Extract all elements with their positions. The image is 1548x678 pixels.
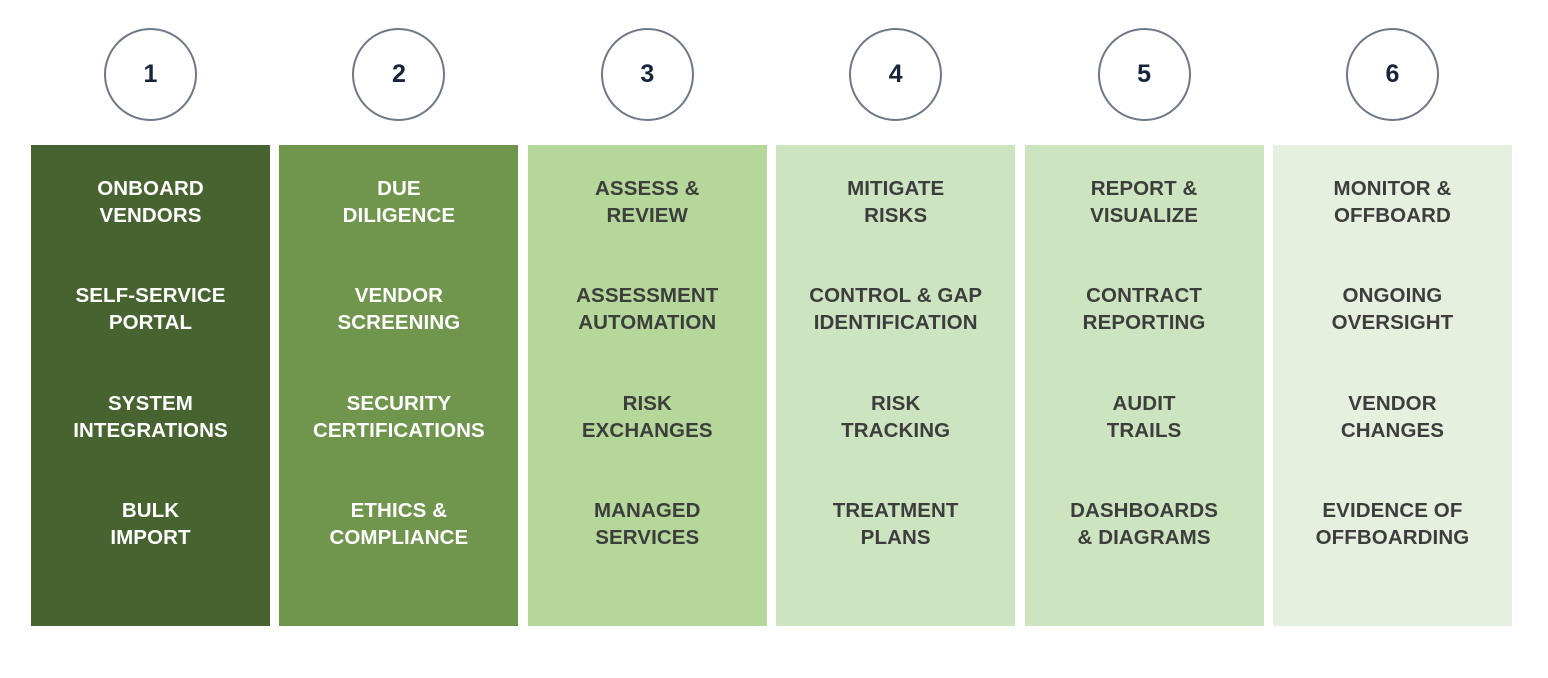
step-number-label-6: 6 <box>1385 60 1400 88</box>
stage-list: 1 ONBOARD VENDORS SELF-SERVICE PORTAL SY… <box>31 0 1512 678</box>
step-circle-3[interactable]: 3 <box>600 28 694 121</box>
step-circle-wrap-4: 4 <box>849 0 943 145</box>
step-circle-1[interactable]: 1 <box>104 28 197 121</box>
stage-column-1[interactable]: 1 ONBOARD VENDORS SELF-SERVICE PORTAL SY… <box>31 0 270 626</box>
stage-item-4-2: RISK TRACKING <box>841 391 951 442</box>
step-circle-4[interactable]: 4 <box>849 28 943 121</box>
stage-item-1-3: BULK IMPORT <box>110 498 191 549</box>
step-number-label-3: 3 <box>640 60 655 88</box>
stage-item-1-2: SYSTEM INTEGRATIONS <box>73 391 228 442</box>
step-number-label-1: 1 <box>143 60 158 88</box>
step-circle-6[interactable]: 6 <box>1345 28 1439 121</box>
step-circle-5[interactable]: 5 <box>1097 28 1191 121</box>
step-circle-wrap-1: 1 <box>104 0 197 145</box>
stage-item-2-2: SECURITY CERTIFICATIONS <box>312 391 485 442</box>
step-circle-wrap-5: 5 <box>1097 0 1191 145</box>
stage-item-1-1: SELF-SERVICE PORTAL <box>75 284 226 335</box>
stage-heading-2: DUE DILIGENCE <box>342 177 456 228</box>
stage-column-2[interactable]: 2 DUE DILIGENCE VENDOR SCREENING SECURIT… <box>279 0 519 626</box>
stage-panel-2: DUE DILIGENCE VENDOR SCREENING SECURITY … <box>279 145 519 626</box>
stage-item-3-1: ASSESSMENT AUTOMATION <box>576 284 719 335</box>
stage-item-2-3: ETHICS & COMPLIANCE <box>329 498 469 549</box>
stage-item-5-3: DASHBOARDS & DIAGRAMS <box>1070 498 1219 549</box>
step-circle-wrap-3: 3 <box>600 0 694 145</box>
step-circle-2[interactable]: 2 <box>352 28 446 121</box>
step-circle-wrap-2: 2 <box>352 0 446 145</box>
stage-heading-3: ASSESS & REVIEW <box>595 177 700 228</box>
stage-panel-4: MITIGATE RISKS CONTROL & GAP IDENTIFICAT… <box>776 145 1016 626</box>
stage-item-4-3: TREATMENT PLANS <box>832 498 959 549</box>
step-circle-wrap-6: 6 <box>1345 0 1439 145</box>
stage-item-5-2: AUDIT TRAILS <box>1106 391 1182 442</box>
stage-heading-6: MONITOR & OFFBOARD <box>1333 177 1452 228</box>
step-number-label-5: 5 <box>1137 60 1152 88</box>
stage-item-6-2: VENDOR CHANGES <box>1340 391 1445 442</box>
stage-column-6[interactable]: 6 MONITOR & OFFBOARD ONGOING OVERSIGHT V… <box>1272 0 1512 626</box>
stage-item-6-1: ONGOING OVERSIGHT <box>1331 284 1454 335</box>
stage-column-5[interactable]: 5 REPORT & VISUALIZE CONTRACT REPORTING … <box>1024 0 1264 626</box>
stage-panel-1: ONBOARD VENDORS SELF-SERVICE PORTAL SYST… <box>31 145 270 626</box>
stage-heading-5: REPORT & VISUALIZE <box>1090 177 1199 228</box>
stage-heading-4: MITIGATE RISKS <box>847 177 945 228</box>
step-number-label-4: 4 <box>888 60 903 88</box>
stage-item-2-1: VENDOR SCREENING <box>337 284 461 335</box>
stage-item-3-2: RISK EXCHANGES <box>581 391 713 442</box>
stage-item-6-3: EVIDENCE OF OFFBOARDING <box>1315 498 1470 549</box>
stage-panel-3: ASSESS & REVIEW ASSESSMENT AUTOMATION RI… <box>527 145 767 626</box>
stage-item-5-1: CONTRACT REPORTING <box>1082 284 1206 335</box>
step-number-label-2: 2 <box>391 60 406 88</box>
stage-column-4[interactable]: 4 MITIGATE RISKS CONTROL & GAP IDENTIFIC… <box>776 0 1016 626</box>
stage-panel-5: REPORT & VISUALIZE CONTRACT REPORTING AU… <box>1024 145 1264 626</box>
stage-item-4-1: CONTROL & GAP IDENTIFICATION <box>809 284 983 335</box>
stage-panel-6: MONITOR & OFFBOARD ONGOING OVERSIGHT VEN… <box>1272 145 1512 626</box>
stage-item-3-3: MANAGED SERVICES <box>593 498 701 549</box>
stage-column-3[interactable]: 3 ASSESS & REVIEW ASSESSMENT AUTOMATION … <box>527 0 767 626</box>
stage-heading-1: ONBOARD VENDORS <box>97 177 204 228</box>
